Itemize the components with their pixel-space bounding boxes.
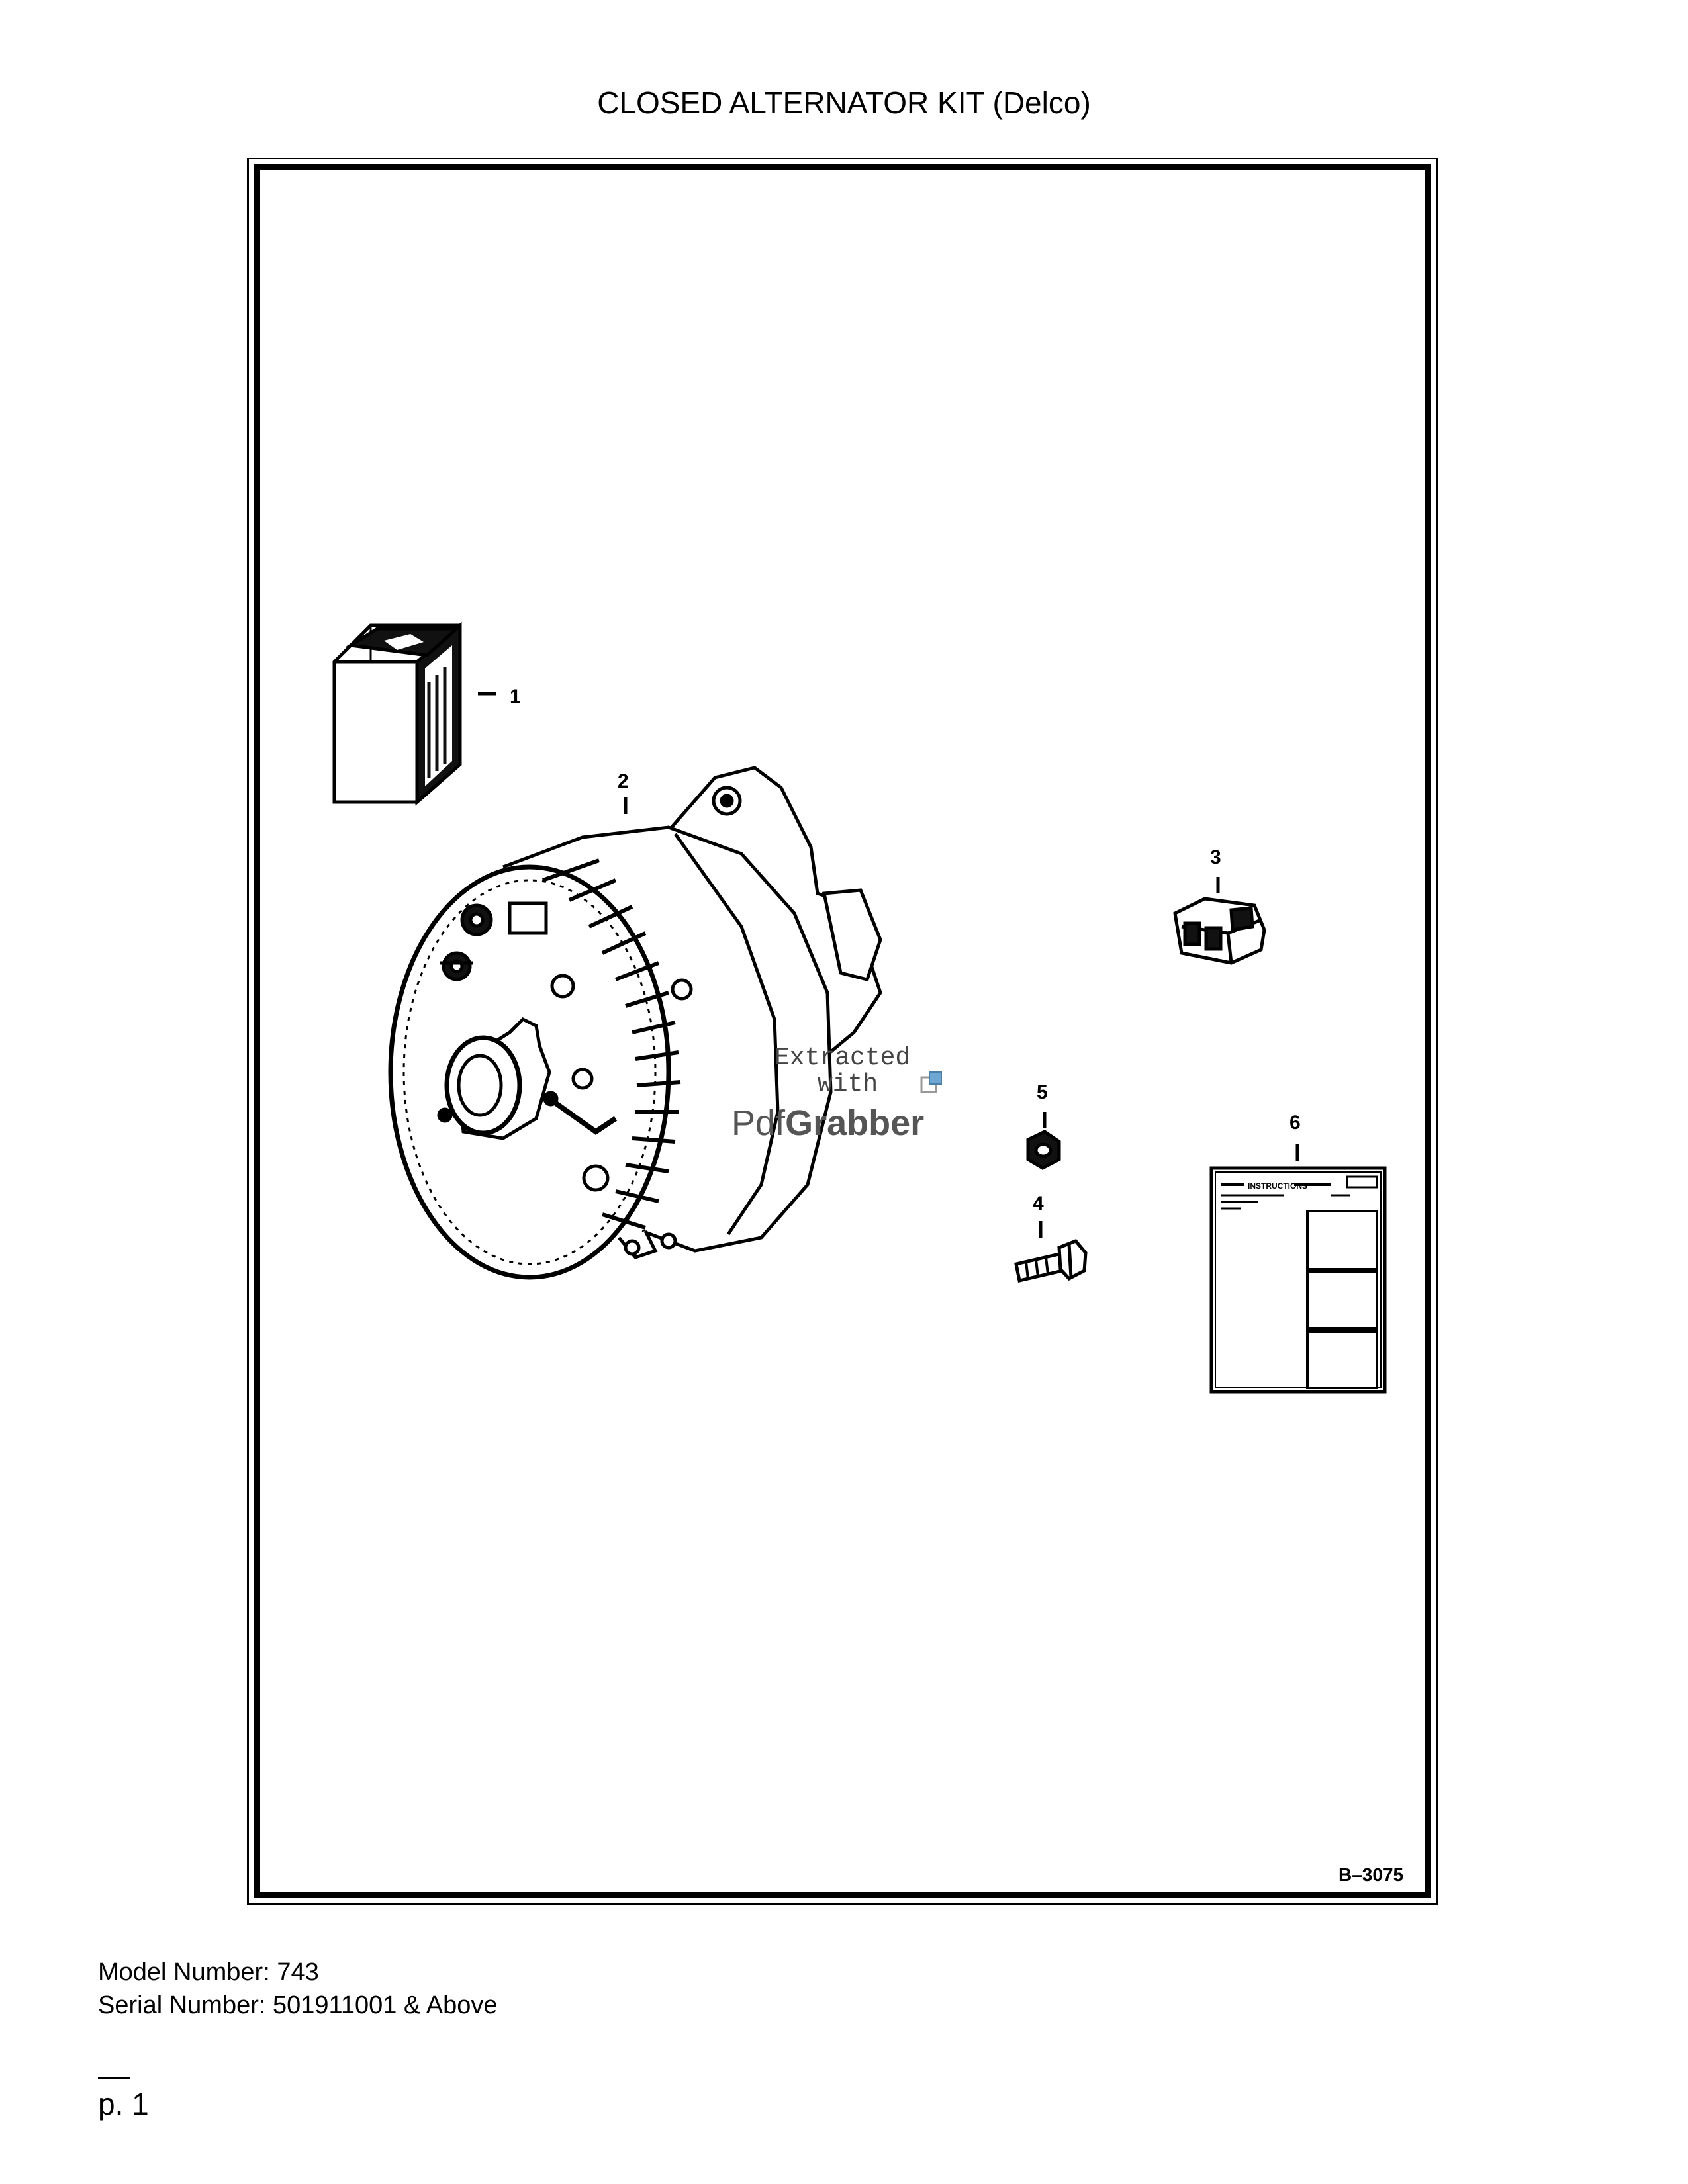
page-title: CLOSED ALTERNATOR KIT (Delco) xyxy=(597,85,1091,120)
serial-number: Serial Number: 501911001 & Above xyxy=(98,1991,498,2019)
page-number-rule xyxy=(98,2077,130,2079)
callout-1: 1 xyxy=(510,686,521,707)
model-number: Model Number: 743 xyxy=(98,1958,319,1986)
callout-3: 3 xyxy=(1210,846,1221,868)
callout-2: 2 xyxy=(618,770,629,792)
part-6-instruction-sheet xyxy=(1209,1166,1387,1394)
callout-5: 5 xyxy=(1037,1081,1048,1103)
callout-6: 6 xyxy=(1289,1112,1301,1134)
watermark-brand-suffix: Grabber xyxy=(785,1103,924,1143)
pdfgrabber-watermark: Extracted with PdfGrabber xyxy=(731,1044,942,1143)
page-number: p. 1 xyxy=(98,2087,149,2121)
watermark-brand-prefix: Pdf xyxy=(731,1103,786,1143)
part-3-connector xyxy=(1173,897,1266,965)
callout-4: 4 xyxy=(1033,1193,1044,1214)
part-4-bolt xyxy=(1014,1239,1088,1283)
figure-code: B–3075 xyxy=(1338,1864,1403,1885)
part-5-nut xyxy=(1026,1130,1061,1170)
part-1-package xyxy=(332,621,462,806)
diagram-inner-frame xyxy=(254,164,1431,1898)
watermark-line-1: Extracted xyxy=(774,1044,910,1072)
diagram-outer-frame xyxy=(247,158,1438,1905)
watermark-line-2: with xyxy=(818,1070,878,1099)
watermark-brand: PdfGrabber xyxy=(731,1103,924,1143)
part-2-alternator xyxy=(388,766,882,1280)
instruction-sheet-heading: INSTRUCTIONS xyxy=(1248,1181,1307,1191)
